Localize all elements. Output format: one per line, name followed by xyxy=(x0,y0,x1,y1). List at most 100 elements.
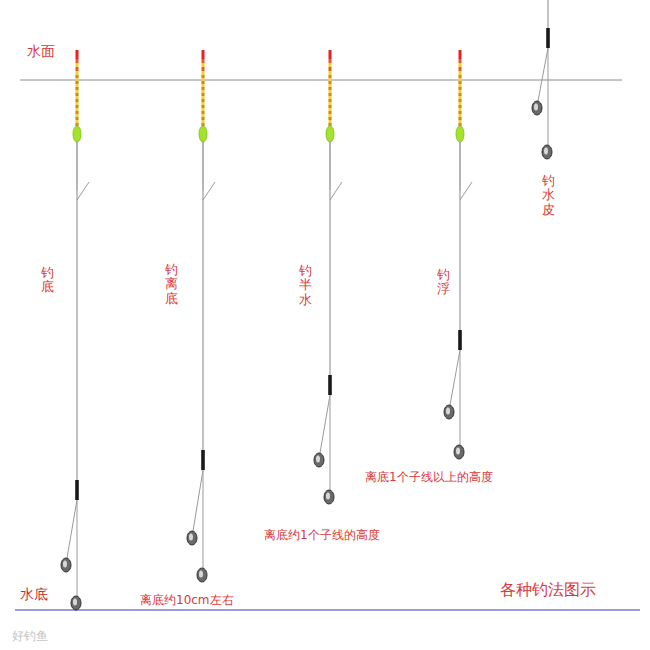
hook-highlight xyxy=(456,448,460,455)
swivel xyxy=(458,330,462,350)
hook-highlight xyxy=(326,493,330,500)
hook-line xyxy=(203,470,204,568)
hook-highlight xyxy=(199,571,203,578)
hook xyxy=(542,145,552,159)
method-name: 钓离底 xyxy=(165,263,178,306)
swivel xyxy=(328,375,332,395)
float-tip-band xyxy=(202,63,205,67)
main-line xyxy=(202,190,203,450)
float-tip-band xyxy=(329,59,332,63)
hook-line xyxy=(548,48,549,145)
float-tip xyxy=(202,50,205,59)
swivel xyxy=(201,450,205,470)
water-surface-line xyxy=(20,80,622,81)
hook xyxy=(197,568,207,582)
float-tip-band xyxy=(329,67,332,71)
main-line xyxy=(547,0,548,28)
method-name: 钓底 xyxy=(41,266,54,295)
hook-line xyxy=(193,470,203,531)
float-tip-band xyxy=(76,63,79,67)
swivel xyxy=(75,480,79,500)
hook-highlight xyxy=(73,599,77,606)
hook xyxy=(71,596,81,610)
float-tip-band xyxy=(202,71,205,75)
float-tip-band xyxy=(202,67,205,71)
main-line xyxy=(76,190,77,480)
water-bottom-line xyxy=(15,610,640,611)
hook xyxy=(444,405,454,419)
float-stem xyxy=(76,75,79,126)
float-tip-band xyxy=(459,63,462,67)
method-name: 钓水皮 xyxy=(542,174,555,217)
hook-highlight xyxy=(316,456,320,463)
fishing-rig xyxy=(187,50,215,582)
float-stem-marks xyxy=(76,75,79,126)
hook xyxy=(532,101,542,115)
float-stem xyxy=(329,75,332,126)
note-label: 离底约10cm左右 xyxy=(140,592,234,609)
float-tip xyxy=(76,50,79,59)
float-seat xyxy=(330,182,342,200)
note-label: 离底约1个子线的高度 xyxy=(264,527,380,544)
hook-highlight xyxy=(544,148,548,155)
float-stem xyxy=(202,75,205,126)
float-body xyxy=(73,126,81,142)
note-label: 水面 xyxy=(27,43,55,61)
watermark: 好钓鱼 xyxy=(12,628,48,645)
caption: 各种钓法图示 xyxy=(500,580,596,601)
float-foot xyxy=(459,142,461,190)
hook-highlight xyxy=(63,561,67,568)
float-foot xyxy=(202,142,204,190)
method-name: 钓浮 xyxy=(437,268,450,297)
float-seat xyxy=(77,182,89,200)
hook-highlight xyxy=(189,534,193,541)
hook-line xyxy=(67,500,77,558)
float-seat xyxy=(203,182,215,200)
hook xyxy=(324,490,334,504)
method-name: 钓半水 xyxy=(299,264,312,307)
float-foot xyxy=(76,142,78,190)
hook xyxy=(454,445,464,459)
main-line xyxy=(459,190,460,330)
hook-line xyxy=(320,395,330,453)
hook-highlight xyxy=(446,408,450,415)
fishing-rig xyxy=(314,50,342,504)
float-body xyxy=(326,126,334,142)
float-tip-band xyxy=(459,71,462,75)
main-line xyxy=(329,190,330,375)
hook xyxy=(314,453,324,467)
hook xyxy=(61,558,71,572)
float-stem xyxy=(459,75,462,126)
float-tip xyxy=(459,50,462,59)
note-label: 离底1个子线以上的高度 xyxy=(365,469,493,486)
hook-highlight xyxy=(534,104,538,111)
fishing-rig xyxy=(61,50,89,610)
float-tip-band xyxy=(329,71,332,75)
hook-line xyxy=(450,350,460,405)
fishing-rig xyxy=(444,50,472,459)
float-tip xyxy=(329,50,332,59)
float-tip-band xyxy=(76,59,79,63)
float-tip-band xyxy=(459,59,462,63)
float-tip-band xyxy=(76,67,79,71)
note-label: 水底 xyxy=(20,586,48,604)
float-body xyxy=(456,126,464,142)
hook-line xyxy=(77,500,78,596)
float-stem-marks xyxy=(459,75,462,126)
float-tip-band xyxy=(202,59,205,63)
hook-line xyxy=(538,48,548,101)
float-stem-marks xyxy=(329,75,332,126)
float-tip-band xyxy=(459,67,462,71)
fishing-rig xyxy=(532,0,552,159)
float-stem-marks xyxy=(202,75,205,126)
swivel xyxy=(546,28,550,48)
hook-line xyxy=(460,350,461,445)
float-foot xyxy=(329,142,331,190)
hook-line xyxy=(330,395,331,490)
float-seat xyxy=(460,182,472,200)
float-tip-band xyxy=(76,71,79,75)
float-tip-band xyxy=(329,63,332,67)
float-body xyxy=(199,126,207,142)
hook xyxy=(187,531,197,545)
